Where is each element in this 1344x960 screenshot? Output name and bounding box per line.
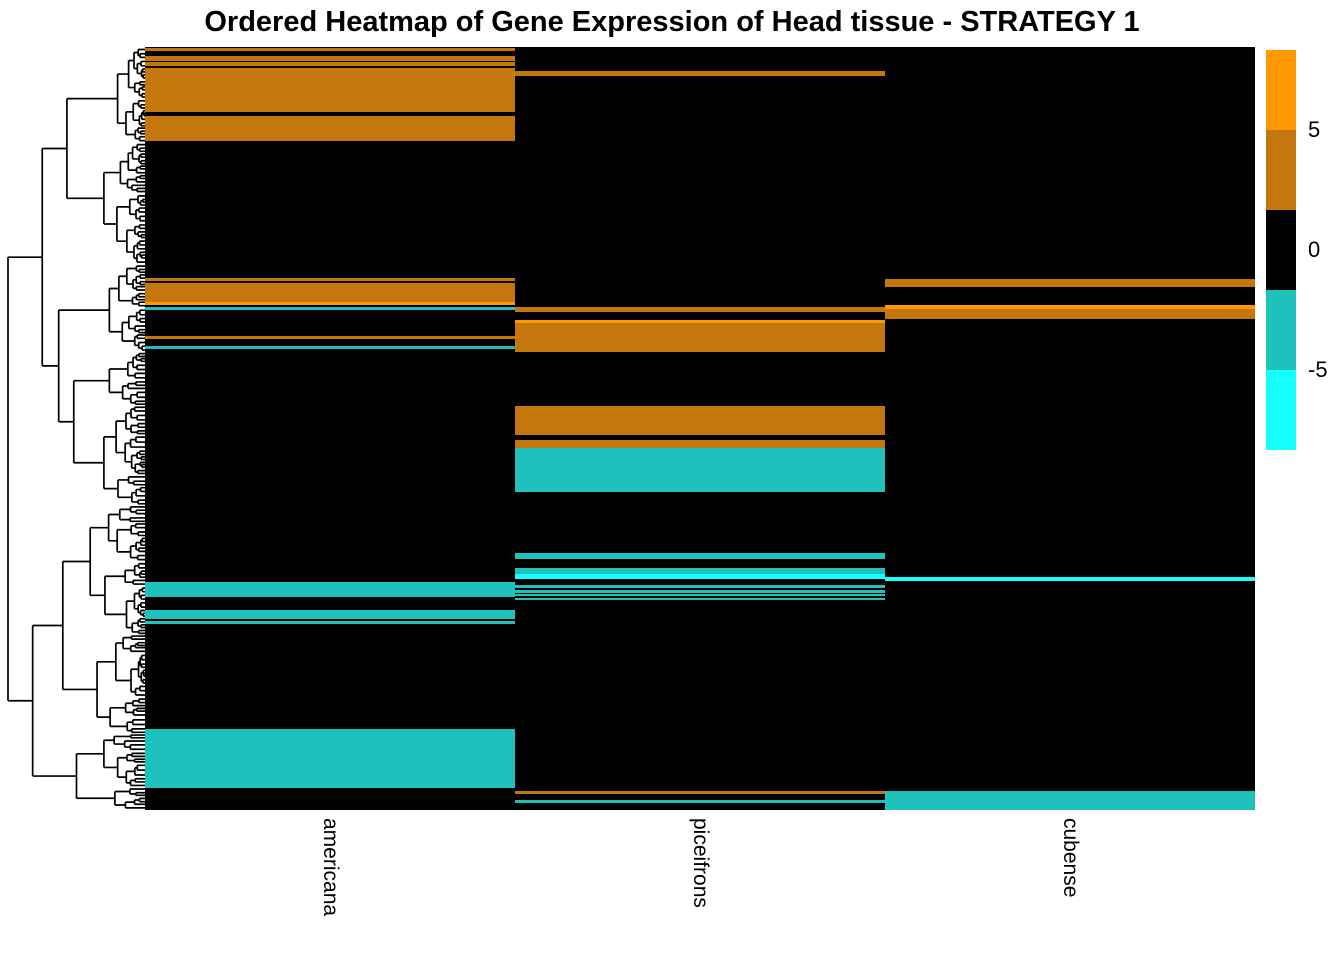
heatmap-band [515, 590, 885, 593]
heatmap-band [885, 305, 1255, 309]
heatmap-band [145, 62, 515, 66]
legend-tick-label: 5 [1308, 117, 1321, 142]
heatmap-band [515, 323, 885, 352]
heatmap-grid [145, 47, 1255, 810]
heatmap-band [885, 791, 1255, 810]
legend-color-block [1266, 130, 1296, 210]
column-label-cubense: cubense [1059, 818, 1082, 898]
heatmap-band [145, 278, 515, 281]
heatmap-column-cubense [885, 47, 1255, 810]
heatmap-band [515, 568, 885, 574]
row-dendrogram [7, 48, 145, 809]
heatmap-band [145, 582, 515, 597]
legend-tick-label: 0 [1308, 237, 1321, 262]
heatmap-band [515, 320, 885, 323]
heatmap-band [145, 610, 515, 619]
heatmap-band [885, 279, 1255, 287]
heatmap-band [145, 302, 515, 305]
heatmap-band [145, 116, 515, 141]
heatmap-band [145, 621, 515, 624]
column-label-americana: americana [319, 818, 342, 917]
heatmap-band [515, 791, 885, 794]
heatmap-band [145, 283, 515, 302]
heatmap-band [515, 406, 885, 435]
heatmap-band [515, 71, 885, 76]
heatmap-column-americana [145, 47, 515, 810]
legend-color-block [1266, 290, 1296, 370]
heatmap-band [515, 307, 885, 312]
heatmap-band [515, 440, 885, 448]
heatmap-band [515, 597, 885, 600]
legend-color-block [1266, 370, 1296, 450]
legend-tick-label: -5 [1308, 357, 1328, 382]
legend-color-block [1266, 210, 1296, 290]
legend-color-block [1266, 50, 1296, 130]
heatmap-band [145, 307, 515, 310]
heatmap-band [885, 577, 1255, 581]
dendrogram-branches [7, 48, 145, 809]
column-label-piceifrons: piceifrons [689, 818, 712, 908]
heatmap-band [515, 448, 885, 492]
heatmap-band [145, 56, 515, 61]
heatmap-band [145, 48, 515, 51]
heatmap-band [145, 346, 515, 349]
chart-title: Ordered Heatmap of Gene Expression of He… [204, 6, 1140, 38]
heatmap-band [515, 585, 885, 588]
heatmap-band [515, 553, 885, 559]
heatmap-band [515, 594, 885, 596]
heatmap-band [515, 800, 885, 803]
heatmap-column-piceifrons [515, 47, 885, 810]
heatmap-band [145, 68, 515, 112]
heatmap-band [145, 336, 515, 339]
heatmap-band [885, 309, 1255, 319]
heatmap-band [145, 729, 515, 788]
heatmap-band [515, 574, 885, 579]
